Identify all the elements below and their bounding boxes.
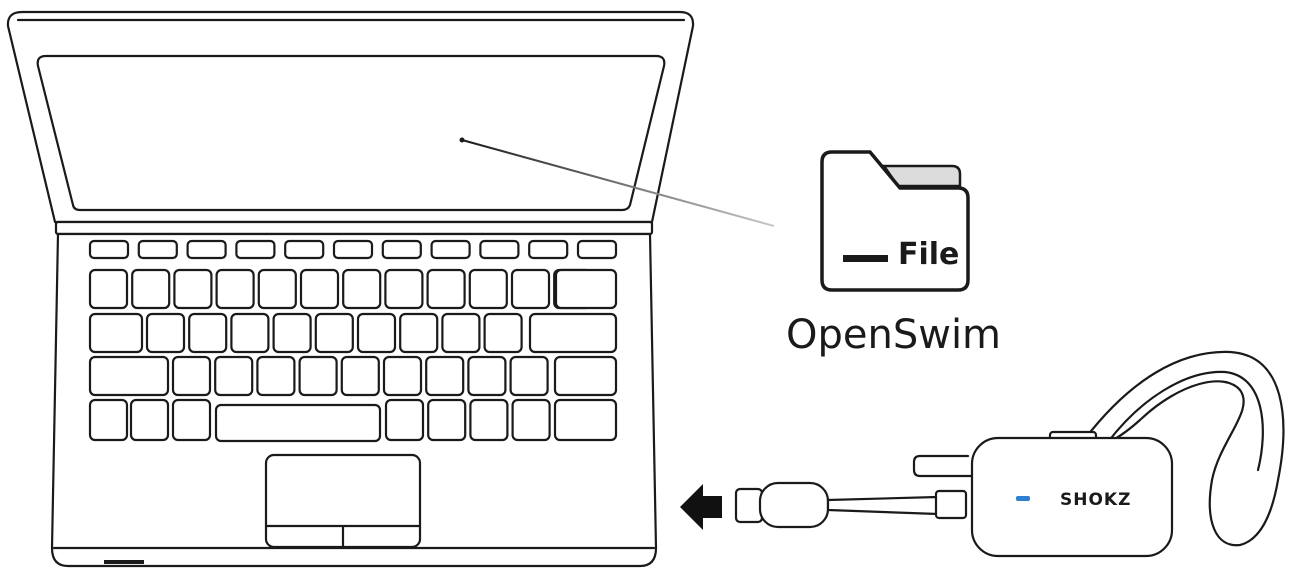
keyboard-key [383,241,421,258]
keyboard-key [555,357,616,395]
keyboard-key [342,357,379,395]
keyboard-key [217,270,254,308]
usb-cable-icon [736,456,975,527]
keyboard-key [188,241,226,258]
drive-name: OpenSwim [786,312,1001,358]
keyboard-key [384,357,421,395]
keyboard-key [428,400,465,440]
keyboard-key [578,241,616,258]
keyboard-key [259,270,296,308]
keyboard-key [139,241,177,258]
keyboard-key [90,400,127,440]
keyboard-key [470,270,507,308]
keyboard-key [257,357,294,395]
laptop-port-mark [104,560,144,564]
laptop-screen [38,56,665,210]
keyboard-key [385,270,422,308]
keyboard-key [90,270,127,308]
headphones-icon: SHOKZ [972,352,1283,556]
keyboard-key [173,357,210,395]
keyboard-key [480,241,518,258]
keyboard-key [316,314,353,352]
keyboard-key [442,314,479,352]
keyboard-key [90,314,142,352]
keyboard-key [511,357,548,395]
keyboard-key [90,357,168,395]
keyboard-key [432,241,470,258]
indicator-light [1016,496,1030,501]
keyboard-key [343,270,380,308]
keyboard-key [147,314,184,352]
keyboard-key [216,405,380,441]
keyboard-key [529,241,567,258]
laptop-icon [8,12,693,566]
folder-icon: File [822,152,968,290]
laptop-hinge [56,222,652,234]
keyboard-key [236,241,274,258]
keyboard-key [358,314,395,352]
brand-logo: SHOKZ [1060,490,1131,510]
keyboard-key [334,241,372,258]
keyboard-key [512,270,549,308]
keyboard-key [555,400,616,440]
keyboard-key [132,270,169,308]
keyboard-key [400,314,437,352]
usb-c-plug-body [760,483,828,527]
keyboard-key [556,270,616,308]
cable-wire [828,497,938,514]
keyboard-key [301,270,338,308]
keyboard-key [131,400,168,440]
folder-label: File [898,237,959,272]
keyboard-key [174,270,211,308]
keyboard-key [274,314,311,352]
arrow-left-icon [680,484,722,530]
keyboard-key [485,314,522,352]
keyboard-key [215,357,252,395]
keyboard-key [468,357,505,395]
keyboard-key [173,400,210,440]
keyboard-key [470,400,507,440]
keyboard-key [428,270,465,308]
keyboard-key [530,314,616,352]
keyboard-key [189,314,226,352]
keyboard-key [513,400,550,440]
keyboard-key [231,314,268,352]
keyboard-key [386,400,423,440]
folder-dash [843,255,888,262]
cable-loop [914,456,975,476]
keyboard-key [426,357,463,395]
keyboard-key [90,241,128,258]
usb-c-plug-tip [736,489,762,522]
cable-connector [936,491,966,518]
keyboard-key [300,357,337,395]
keyboard-key [285,241,323,258]
